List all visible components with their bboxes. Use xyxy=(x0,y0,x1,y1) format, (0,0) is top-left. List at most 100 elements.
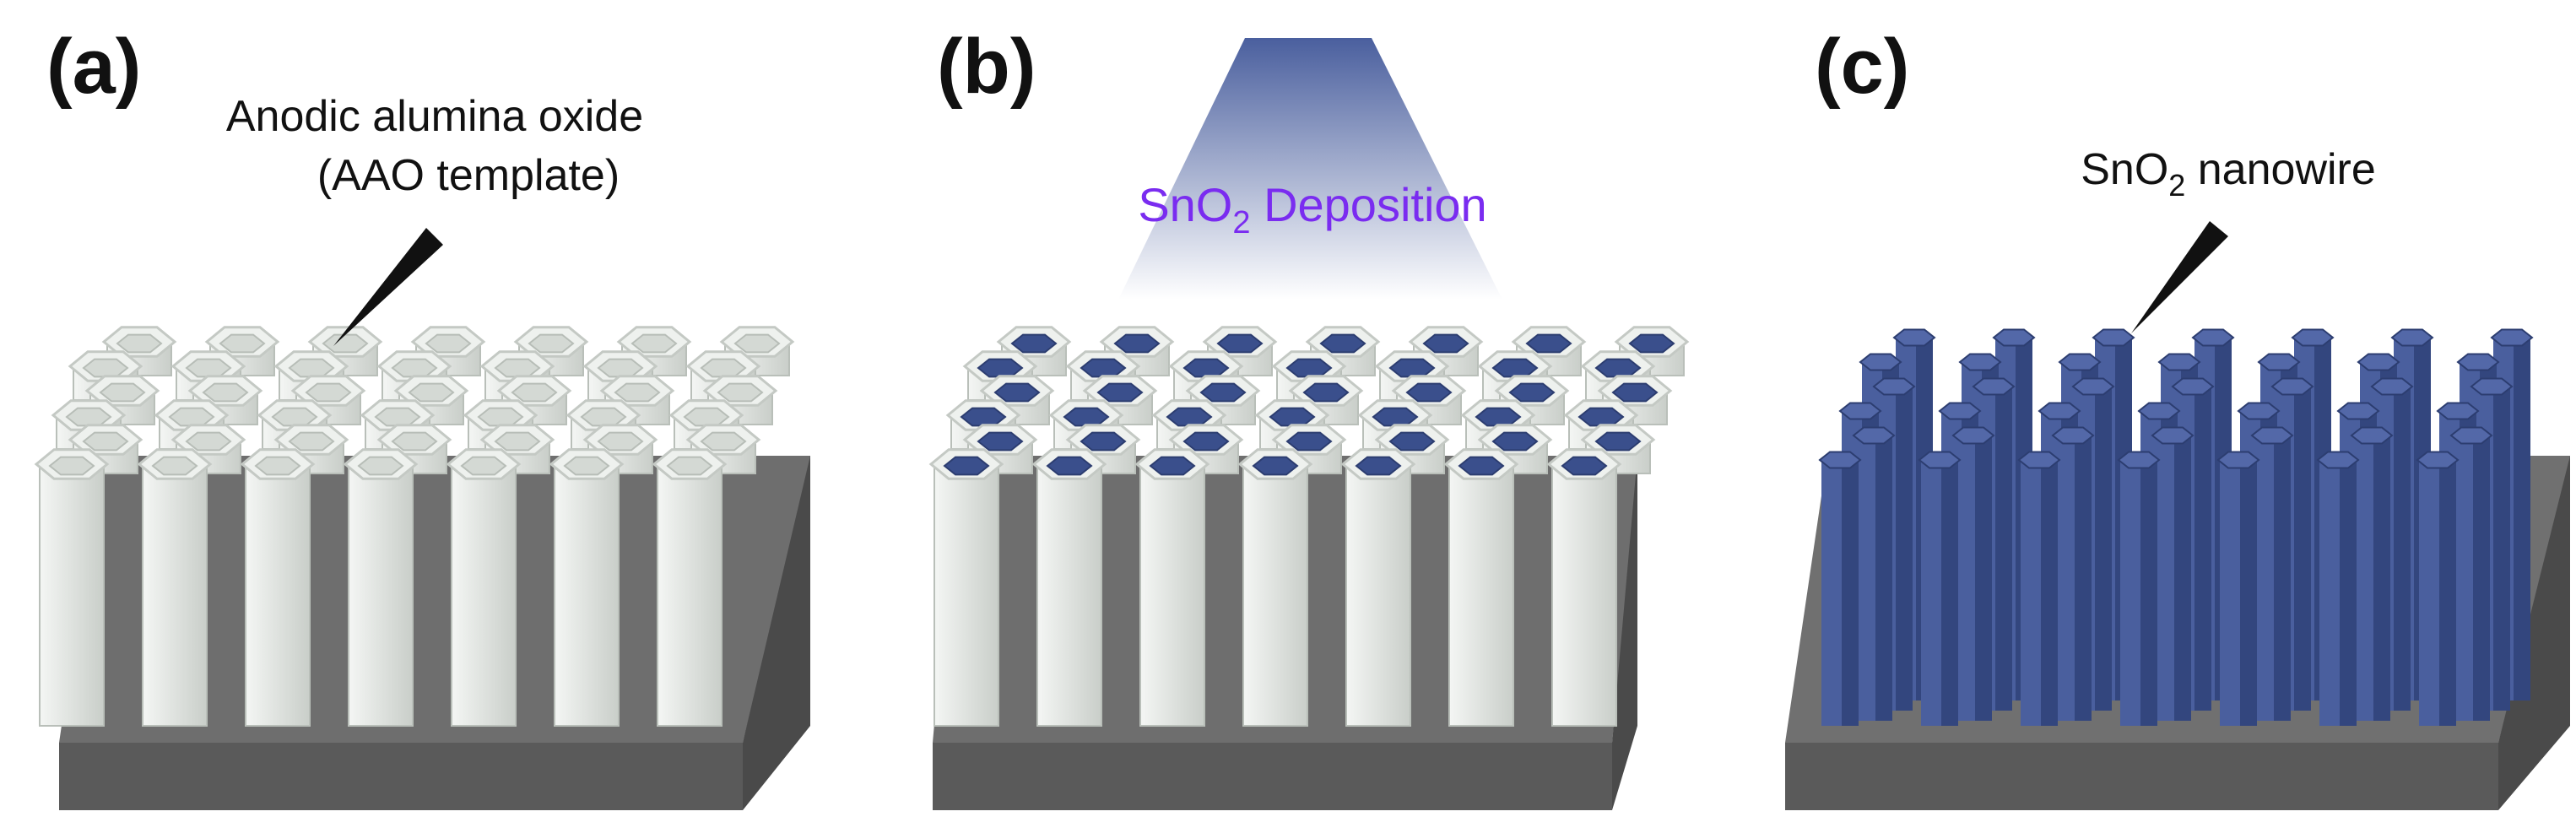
nanowire-top xyxy=(2291,328,2335,347)
sno2-filled-pore xyxy=(1080,358,1127,378)
sno2-filled-pore xyxy=(1046,456,1093,476)
nanowire-face-right xyxy=(2194,387,2211,711)
pore-opening xyxy=(322,333,369,354)
nanowire-top xyxy=(1838,402,1882,420)
callout-label-a-line2: (AAO template) xyxy=(317,151,620,200)
pore-opening xyxy=(271,407,318,427)
nanowire-top xyxy=(2071,377,2115,396)
nanowire-top xyxy=(2456,353,2500,371)
sno2-filled-pore xyxy=(943,456,990,476)
nanowire-top xyxy=(1972,377,2016,396)
pore-opening xyxy=(288,431,335,452)
callout-pointer-c xyxy=(2131,221,2228,333)
sno2-filled-pore xyxy=(1628,333,1675,354)
sno2-filled-pore xyxy=(1475,407,1522,427)
pore-opening xyxy=(185,431,232,452)
sno2-filled-pore xyxy=(993,382,1041,403)
nanowire-top xyxy=(2058,353,2102,371)
pore-opening xyxy=(168,407,215,427)
nanowire-top xyxy=(2237,402,2281,420)
pore-opening xyxy=(151,456,198,476)
nanowire-top xyxy=(2257,353,2301,371)
pore-opening xyxy=(408,382,455,403)
nanowire-top xyxy=(1992,328,2036,347)
nanowire-face-left xyxy=(1921,460,1941,726)
sno2-filled-pore xyxy=(1594,358,1642,378)
pore-opening xyxy=(82,358,129,378)
pore-opening xyxy=(717,382,764,403)
panel-a: (a) Anodic alumina oxide (AAO template) xyxy=(34,24,810,810)
nanowire-face-right xyxy=(2394,387,2411,711)
nanowire-top xyxy=(1852,426,1896,445)
nanowire-top xyxy=(2370,377,2414,396)
sno2-nanowire-array xyxy=(1818,328,2534,726)
nanowire-top xyxy=(2350,426,2394,445)
sno2-filled-pore xyxy=(1388,358,1436,378)
pore-opening xyxy=(597,358,644,378)
sno2-filled-pore xyxy=(1372,407,1419,427)
sno2-filled-pore xyxy=(1611,382,1659,403)
nanowire-face-right xyxy=(2095,387,2112,711)
sno2-filled-pore xyxy=(1252,456,1299,476)
sno2-filled-pore xyxy=(1594,431,1642,452)
nanowire-top xyxy=(2416,451,2460,469)
pore-opening xyxy=(305,382,352,403)
pore-opening xyxy=(219,333,266,354)
nanowire-top xyxy=(1892,328,1936,347)
pore-opening xyxy=(202,382,249,403)
pore-opening xyxy=(99,382,146,403)
sno2-filled-pore xyxy=(1010,333,1058,354)
callout-label-c: SnO2 nanowire xyxy=(2081,145,2376,203)
nanowire-face-left xyxy=(2120,460,2140,726)
nanowire-top xyxy=(2051,426,2095,445)
sno2-filled-pore xyxy=(1063,407,1110,427)
sno2-filled-pore xyxy=(1508,382,1556,403)
pore-column xyxy=(1345,463,1411,727)
panel-label-a: (a) xyxy=(46,24,141,110)
pore-opening xyxy=(82,431,129,452)
nanowire-face-right xyxy=(1842,460,1859,726)
pore-opening xyxy=(630,333,678,354)
nanowire-face-right xyxy=(2240,460,2257,726)
nanowire-top xyxy=(2191,328,2235,347)
nanowire-face-right xyxy=(1941,460,1958,726)
deposition-label: SnO2 Deposition xyxy=(1138,178,1486,241)
pore-opening xyxy=(391,431,438,452)
sno2-filled-pore xyxy=(977,358,1024,378)
pore-column xyxy=(1551,463,1617,727)
sno2-filled-pore xyxy=(977,431,1024,452)
pore-column xyxy=(934,463,999,727)
pore-column xyxy=(348,463,414,727)
nanowire-face-left xyxy=(2021,460,2041,726)
nanowire-top xyxy=(2171,377,2215,396)
nanowire-face-right xyxy=(2439,460,2456,726)
nanowire-top xyxy=(2092,328,2135,347)
nanowire-top xyxy=(2151,426,2194,445)
nanowire-face-right xyxy=(1975,435,1992,721)
pore-column xyxy=(451,463,517,727)
nanowire-top xyxy=(1872,377,1916,396)
sno2-filled-pore xyxy=(1302,382,1350,403)
panel-c: (c) SnO2 nanowire xyxy=(1785,24,2570,810)
nanowire-face-right xyxy=(2140,460,2157,726)
nanowire-face-right xyxy=(2514,338,2530,700)
pore-opening xyxy=(494,431,541,452)
deposition-beam xyxy=(1118,38,1502,300)
nanowire-top xyxy=(2117,451,2161,469)
pore-opening xyxy=(460,456,507,476)
sno2-filled-pore xyxy=(1578,407,1625,427)
pore-opening xyxy=(563,456,610,476)
panel-label-b: (b) xyxy=(937,24,1036,110)
pore-opening xyxy=(597,431,644,452)
nanowire-face-left xyxy=(2220,460,2240,726)
sno2-filled-pore xyxy=(1491,358,1539,378)
pore-opening xyxy=(700,358,747,378)
nanowire-top xyxy=(2390,328,2434,347)
pore-opening xyxy=(528,333,575,354)
pore-column xyxy=(1448,463,1514,727)
pore-opening xyxy=(116,333,163,354)
nanowire-face-right xyxy=(2294,387,2311,711)
nanowire-face-left xyxy=(2419,460,2439,726)
nanowire-top xyxy=(2490,328,2534,347)
nanowire-face-right xyxy=(1896,387,1913,711)
